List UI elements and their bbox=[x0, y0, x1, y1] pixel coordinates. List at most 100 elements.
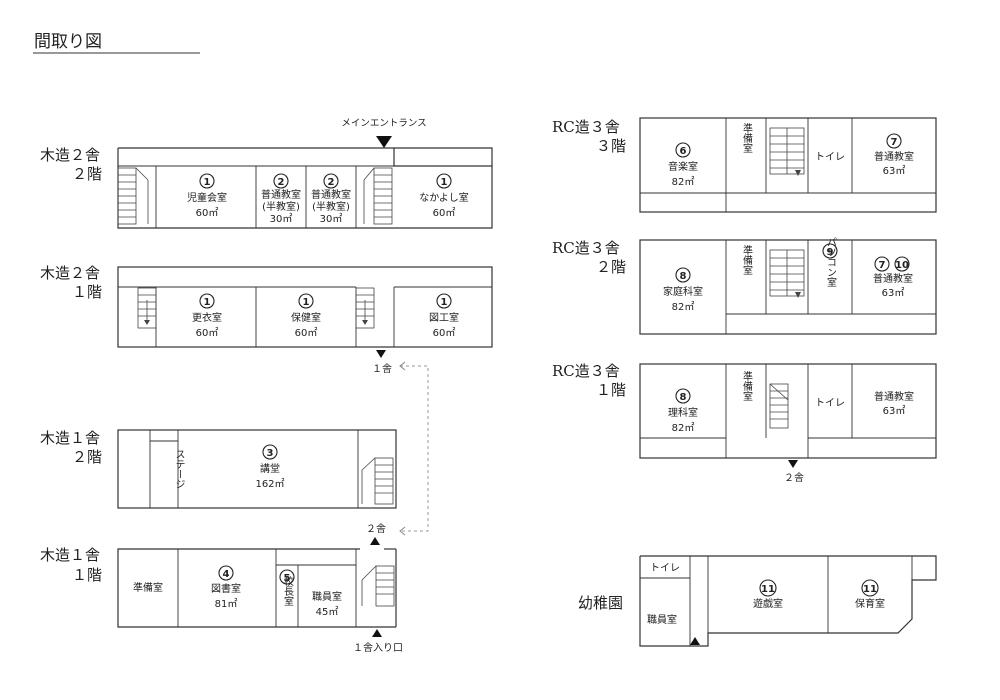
svg-text:図工室: 図工室 bbox=[429, 311, 459, 324]
rc3-floor3-label-line2: ３階 bbox=[596, 137, 626, 155]
sha2-wooden-label: ２舎 bbox=[366, 523, 386, 535]
rc3-floor2: RC造３舎 ２階 8 家庭科室 82㎡ 準備室 9 パソコン室 bbox=[552, 237, 937, 335]
room-ongaku: 6 音楽室 82㎡ bbox=[668, 142, 698, 188]
rc3-floor1-stairs bbox=[769, 383, 789, 429]
svg-text:家庭科室: 家庭科室 bbox=[663, 285, 703, 298]
rc3-floor3: RC造３舎 ３階 6 音楽室 82㎡ 準備室 トイレ 7 普通教室 63㎡ bbox=[552, 117, 937, 213]
room-futsu-half-b: 2 普通教室 (半教室) 30㎡ bbox=[311, 173, 351, 225]
page-title: 間取り図 bbox=[34, 32, 102, 52]
rc3-floor1: RC造３舎 １階 8 理科室 82㎡ 準備室 トイレ 普通教室 63㎡ bbox=[552, 362, 937, 459]
svg-text:10: 10 bbox=[895, 260, 909, 271]
svg-text:7: 7 bbox=[879, 260, 886, 271]
svg-text:保健室: 保健室 bbox=[291, 311, 321, 324]
svg-text:普通教室: 普通教室 bbox=[874, 390, 914, 403]
svg-text:9: 9 bbox=[827, 247, 834, 258]
svg-text:1: 1 bbox=[204, 297, 211, 308]
svg-text:(半教室): (半教室) bbox=[312, 200, 350, 213]
svg-text:82㎡: 82㎡ bbox=[672, 422, 695, 434]
wooden2-floor1-outline bbox=[117, 266, 493, 348]
room-rika: 8 理科室 82㎡ bbox=[668, 388, 698, 434]
room-futsu-rc3: 7 普通教室 63㎡ bbox=[874, 133, 914, 177]
main-entrance-arrow bbox=[376, 136, 392, 148]
wooden1-floor2-stairs bbox=[361, 457, 394, 505]
rc3-floor2-outline bbox=[639, 239, 937, 335]
svg-text:児童会室: 児童会室 bbox=[187, 191, 227, 204]
svg-text:7: 7 bbox=[891, 137, 898, 148]
svg-text:1: 1 bbox=[441, 297, 448, 308]
svg-text:60㎡: 60㎡ bbox=[433, 327, 456, 339]
rc3-floor2-label-line1: RC造３舎 bbox=[552, 239, 620, 257]
svg-text:2: 2 bbox=[328, 177, 335, 188]
room-shokuin-k: 職員室 bbox=[647, 613, 677, 626]
room-hoiku: 11 保育室 bbox=[855, 579, 885, 610]
kindergarten-label: 幼稚園 bbox=[578, 594, 623, 612]
rc3-floor3-label-line1: RC造３舎 bbox=[552, 118, 620, 136]
entrance1-arrow bbox=[372, 629, 382, 637]
svg-text:162㎡: 162㎡ bbox=[255, 478, 284, 490]
wooden1-floor2-outline bbox=[117, 429, 397, 509]
room-toilet-rc3: トイレ bbox=[815, 152, 845, 163]
sha1-arrow bbox=[376, 350, 386, 358]
room-yugi: 11 遊戯室 bbox=[753, 579, 783, 610]
wooden2-floor2-label-line2: ２階 bbox=[72, 165, 102, 183]
kindergarten: 幼稚園 トイレ 職員室 11 遊戯室 11 保育室 bbox=[578, 555, 937, 647]
room-tosho: 4 図書室 81㎡ bbox=[211, 565, 241, 610]
wooden1-floor1-label-line1: 木造１舎 bbox=[40, 546, 100, 564]
wooden2-floor1-stairs-right bbox=[355, 287, 375, 329]
kindergarten-entrance-arrow bbox=[690, 637, 700, 645]
room-junbi-rc2: 準備室 bbox=[741, 244, 753, 275]
svg-text:30㎡: 30㎡ bbox=[320, 213, 343, 225]
svg-text:63㎡: 63㎡ bbox=[883, 165, 906, 177]
wooden2-floor2: 木造２舎 ２階 1 児童会室 60 bbox=[40, 146, 493, 229]
kindergarten-outline bbox=[639, 555, 937, 647]
svg-text:81㎡: 81㎡ bbox=[215, 598, 238, 610]
room-koui: 1 更衣室 60㎡ bbox=[192, 293, 222, 339]
wooden2-floor1-label-line1: 木造２舎 bbox=[40, 264, 100, 282]
svg-text:校長室: 校長室 bbox=[282, 575, 294, 606]
sha1-label: １舎 bbox=[372, 363, 392, 375]
sha2-rc-arrow bbox=[788, 460, 798, 468]
room-hoken: 1 保健室 60㎡ bbox=[291, 293, 321, 339]
wooden1-floor1-stairs bbox=[361, 565, 395, 607]
svg-text:1: 1 bbox=[204, 177, 211, 188]
svg-text:講堂: 講堂 bbox=[260, 462, 280, 475]
svg-text:60㎡: 60㎡ bbox=[196, 327, 219, 339]
room-zukou: 1 図工室 60㎡ bbox=[429, 293, 459, 339]
svg-text:11: 11 bbox=[761, 584, 775, 595]
wooden2-floor2-stairs-left bbox=[117, 167, 149, 225]
svg-text:普通教室: 普通教室 bbox=[311, 188, 351, 201]
wooden2-floor2-label-line1: 木造２舎 bbox=[40, 146, 100, 164]
wooden1-floor2: 木造１舎 ２階 ステージ 3 講堂 162㎡ bbox=[40, 429, 397, 509]
svg-text:82㎡: 82㎡ bbox=[672, 301, 695, 313]
svg-text:パソコン室: パソコン室 bbox=[825, 237, 837, 287]
room-futsu-rc2: 7 10 普通教室 63㎡ bbox=[873, 256, 913, 299]
room-toilet-rc1: トイレ bbox=[815, 398, 845, 409]
wooden1-floor1-outline bbox=[117, 548, 396, 628]
svg-text:普通教室: 普通教室 bbox=[261, 188, 301, 201]
rc3-floor2-stairs bbox=[769, 249, 805, 298]
svg-text:職員室: 職員室 bbox=[312, 590, 342, 603]
wooden2-floor1: 木造２舎 １階 1 更衣室 60㎡ bbox=[40, 264, 493, 348]
svg-text:8: 8 bbox=[680, 271, 687, 282]
rc3-floor3-stairs bbox=[769, 127, 805, 176]
svg-text:(半教室): (半教室) bbox=[262, 200, 300, 213]
rc3-floor3-outline bbox=[639, 117, 937, 213]
svg-text:5: 5 bbox=[284, 573, 291, 584]
room-pasokon: 9 パソコン室 bbox=[822, 237, 838, 287]
svg-text:60㎡: 60㎡ bbox=[196, 207, 219, 219]
svg-text:理科室: 理科室 bbox=[668, 406, 698, 419]
svg-text:普通教室: 普通教室 bbox=[873, 272, 913, 285]
wooden2-floor1-label-line2: １階 bbox=[72, 283, 102, 301]
wooden1-floor2-label-line1: 木造１舎 bbox=[40, 429, 100, 447]
svg-text:保育室: 保育室 bbox=[855, 597, 885, 610]
wooden1-floor1-label-line2: １階 bbox=[72, 566, 102, 584]
main-entrance-label: メインエントランス bbox=[341, 118, 426, 129]
sha2-wooden-arrow bbox=[370, 537, 380, 545]
sha2-rc-label: ２舎 bbox=[784, 472, 804, 484]
rc3-floor1-label-line2: １階 bbox=[596, 381, 626, 399]
svg-text:8: 8 bbox=[680, 392, 687, 403]
svg-text:60㎡: 60㎡ bbox=[433, 207, 456, 219]
svg-text:6: 6 bbox=[680, 146, 687, 157]
room-nakayoshi: 1 なかよし室 60㎡ bbox=[419, 173, 469, 219]
